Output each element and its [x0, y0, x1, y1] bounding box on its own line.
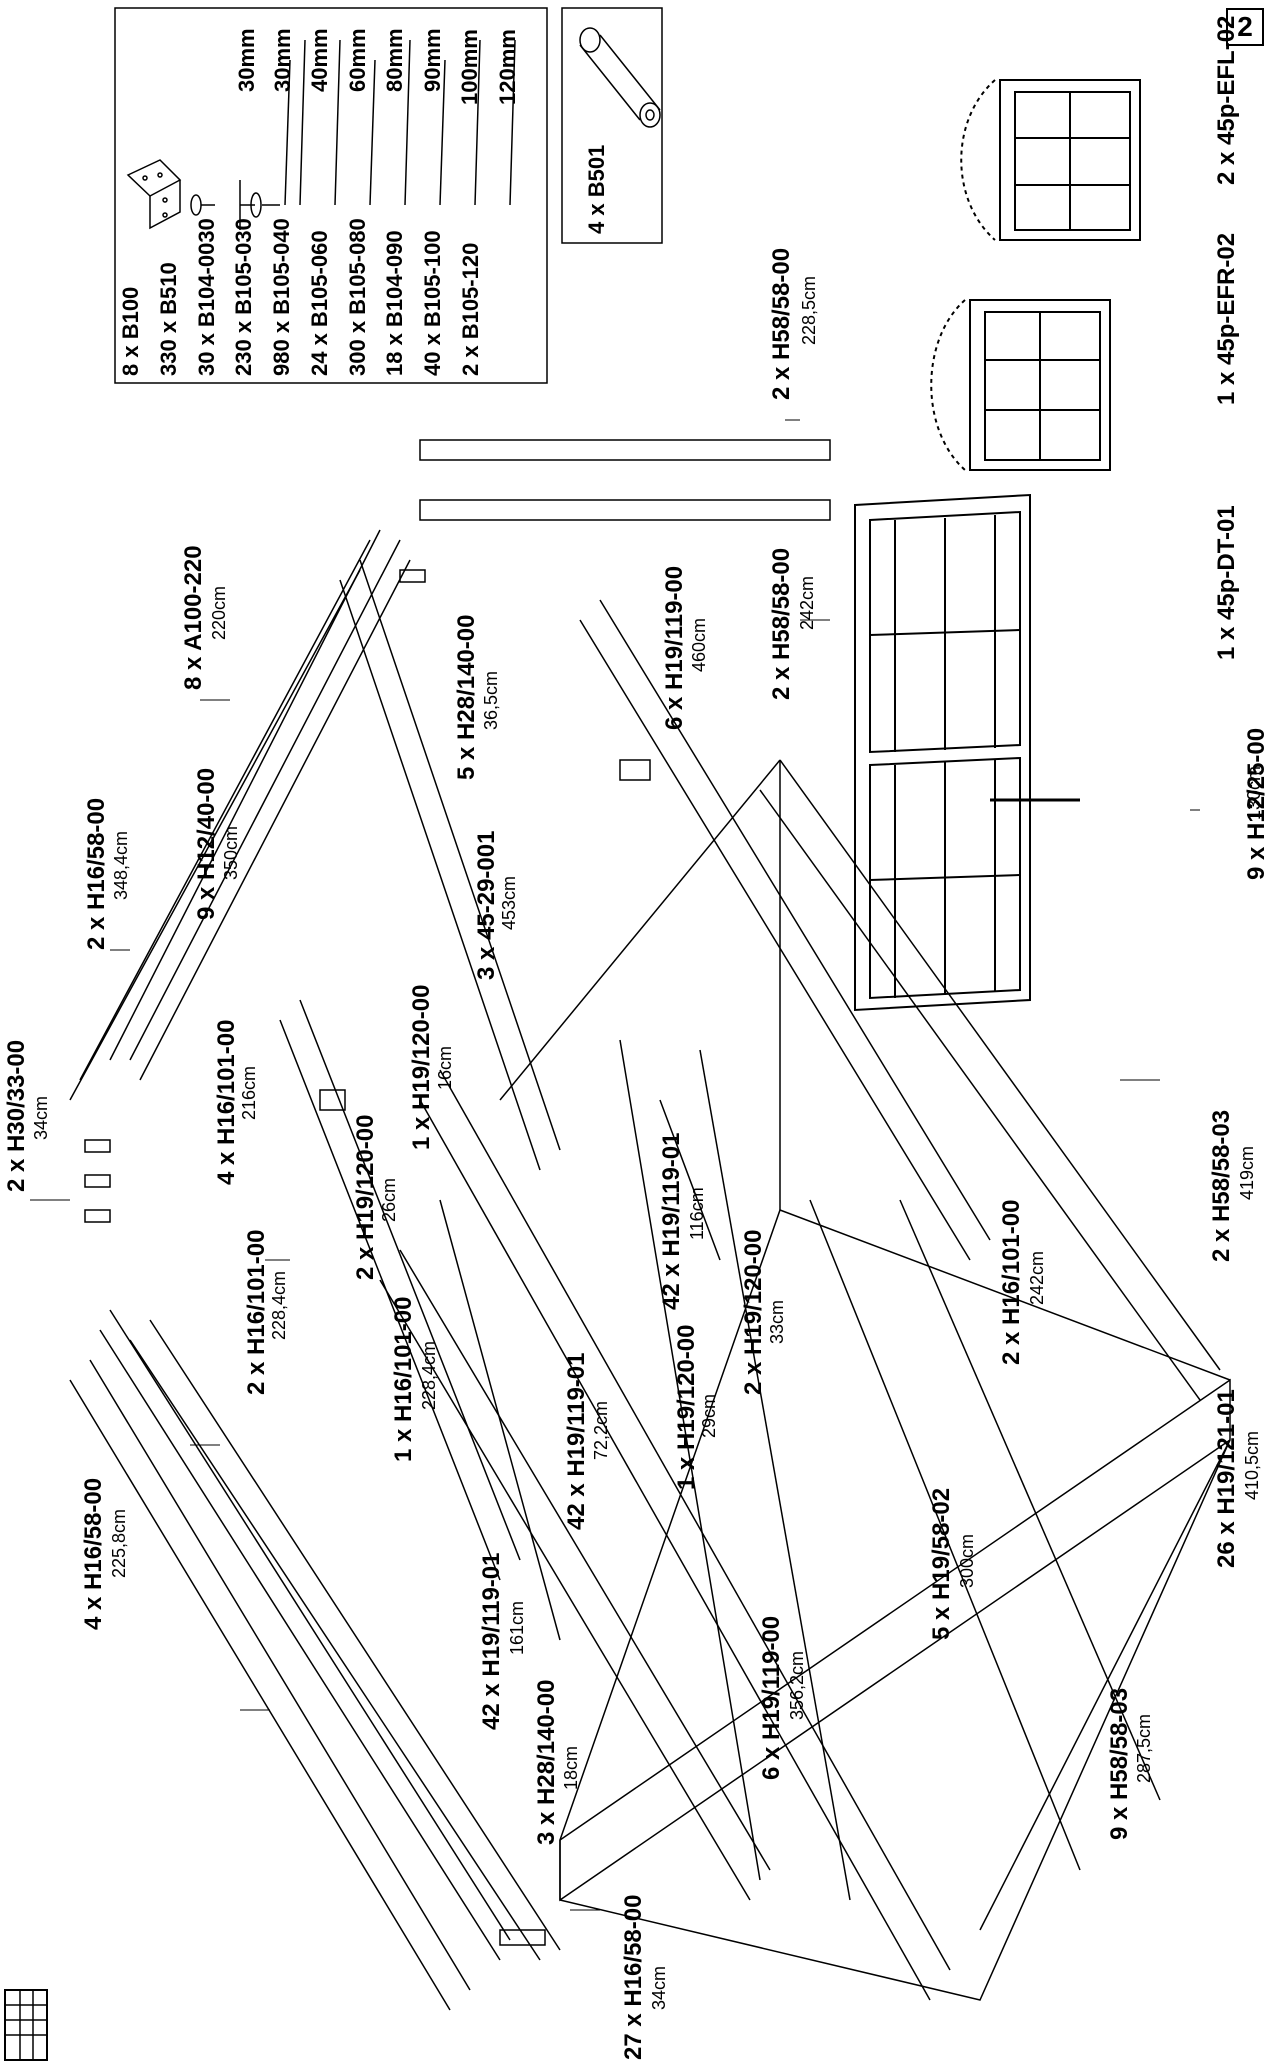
- tack-icon: [190, 194, 215, 216]
- part-label: 42 x H19/119-01: [658, 1132, 685, 1310]
- hardware-size: 90mm: [420, 28, 445, 92]
- part-label: 1 x H16/101-00: [390, 1296, 417, 1462]
- window-label: 1 x 45p-EFR-02: [1213, 232, 1240, 405]
- left-wall-boards: [69, 1309, 561, 2011]
- part-dim: 453cm: [499, 875, 519, 930]
- part-dim: 33cm: [767, 1299, 787, 1344]
- hardware-item: 330 x B510: [156, 262, 181, 376]
- hardware-size: 60mm: [345, 28, 370, 92]
- part-dim: 225,8cm: [109, 1508, 129, 1578]
- part-dim: 29cm: [699, 1393, 719, 1438]
- part-dim: 242cm: [797, 575, 817, 630]
- hardware-size: 40mm: [307, 28, 332, 92]
- part-dim: 410,5cm: [1242, 1430, 1262, 1500]
- part-label: 5 x H19/58-02: [928, 1487, 955, 1640]
- double-door: [854, 493, 1031, 1012]
- part-label: 1 x H19/120-00: [673, 1324, 700, 1490]
- window-right: [930, 299, 1111, 471]
- part-dim: 116cm: [687, 1187, 707, 1240]
- corner-posts: [419, 439, 831, 521]
- roll-icon: [579, 27, 661, 128]
- hardware-item: 8 x B100: [118, 286, 143, 376]
- part-label: 9 x H58/58-03: [1106, 1687, 1133, 1840]
- screw-icons: [239, 39, 516, 230]
- part-dim: 419cm: [1237, 1145, 1257, 1200]
- part-label: 2 x H58/58-00: [768, 547, 795, 700]
- hardware-item: 18 x B104-090: [382, 230, 407, 376]
- part-label: 8 x A100-220: [180, 545, 207, 690]
- part-dim: 220cm: [209, 585, 229, 640]
- hardware-size: 80mm: [382, 28, 407, 92]
- part-label: 2 x H30/33-00: [3, 1039, 30, 1192]
- hardware-size: 100mm: [457, 29, 482, 105]
- part-label: 9 x H12/40-00: [193, 767, 220, 920]
- part-label: 3 x 45-29-001: [473, 830, 500, 980]
- roof-rafters: [279, 559, 721, 1641]
- leader-lines: [30, 419, 1200, 1911]
- part-label: 42 x H19/119-01: [478, 1552, 505, 1730]
- part-dim: 242cm: [1027, 1250, 1047, 1305]
- upper-board-stack: [69, 529, 411, 1101]
- hardware-size: 120mm: [495, 29, 520, 105]
- part-dim: 18cm: [561, 1745, 581, 1790]
- door-label: 1 x 45p-DT-01: [1213, 505, 1240, 660]
- part-label: 5 x H28/140-00: [453, 614, 480, 780]
- part-dim: 228,4cm: [269, 1270, 289, 1340]
- part-label: 4 x H16/58-00: [80, 1477, 107, 1630]
- hardware-item: 300 x B105-080: [345, 218, 370, 376]
- part-label: 2 x H58/58-00: [768, 247, 795, 400]
- part-dim: 72,2cm: [591, 1400, 611, 1460]
- part-label: 2 x H58/58-03: [1208, 1109, 1235, 1262]
- part-dim: 228,4cm: [419, 1340, 439, 1410]
- part-dim: 36,5cm: [481, 670, 501, 730]
- part-dim: 216cm: [239, 1065, 259, 1120]
- building-frame: [379, 599, 1231, 2001]
- part-label: 2 x H16/58-00: [83, 797, 110, 950]
- part-label: 4 x H16/101-00: [213, 1019, 240, 1185]
- part-dim: 26cm: [379, 1177, 399, 1222]
- hardware-box: [114, 7, 548, 384]
- roll-label: 4 x B501: [584, 144, 609, 234]
- part-dim: 356,2cm: [787, 1650, 807, 1720]
- hardware-item: 30 x B104-0030: [194, 218, 219, 376]
- hardware-item: 2 x B105-120: [458, 242, 483, 376]
- part-dim: 34cm: [649, 1965, 669, 2010]
- part-dim: 34cm: [31, 1095, 51, 1140]
- angle-bracket-icon: [126, 159, 182, 230]
- part-dim: 348,4cm: [111, 830, 131, 900]
- part-dim: 350cm: [221, 825, 241, 880]
- hardware-item: 980 x B105-040: [269, 218, 294, 376]
- part-label: 2 x H19/120-00: [352, 1114, 379, 1280]
- page-number: 2: [1226, 8, 1264, 46]
- part-dim: 161cm: [507, 1600, 527, 1655]
- part-label: 6 x H19/119-00: [758, 1615, 785, 1780]
- part-dim: 287,5cm: [1134, 1713, 1154, 1783]
- part-dim: 16cm: [435, 1045, 455, 1090]
- part-label: 2 x H16/101-00: [243, 1229, 270, 1395]
- part-label: 1 x H19/120-00: [408, 984, 435, 1150]
- part-label: 42 x H19/119-01: [563, 1352, 590, 1530]
- small-blocks: [84, 569, 651, 1946]
- hardware-item: 40 x B105-100: [420, 230, 445, 376]
- part-dim: 300cm: [957, 1533, 977, 1588]
- part-label: 2 x H19/120-00: [740, 1229, 767, 1395]
- hardware-item: 24 x B105-060: [307, 230, 332, 376]
- part-label: 26 x H19/121-01: [1213, 1389, 1240, 1568]
- roll-box: [561, 7, 663, 244]
- part-dim: 460cm: [689, 617, 709, 672]
- hardware-size: 30mm: [234, 28, 259, 92]
- part-label: 27 x H16/58-00: [620, 1894, 647, 2060]
- part-label: 3 x H28/140-00: [533, 1679, 560, 1845]
- hardware-size: 30mm: [270, 28, 295, 92]
- hardware-item: 230 x B105-030: [231, 218, 256, 376]
- part-dim: 228,5cm: [799, 275, 819, 345]
- part-label: 2 x H16/101-00: [998, 1199, 1025, 1365]
- window-left: [960, 79, 1141, 241]
- part-label: 6 x H19/119-00: [661, 565, 688, 730]
- brand-logo: [4, 1989, 48, 2061]
- window-label: 2 x 45p-EFL-02: [1213, 15, 1240, 185]
- part-dim: 130cm: [1244, 765, 1264, 820]
